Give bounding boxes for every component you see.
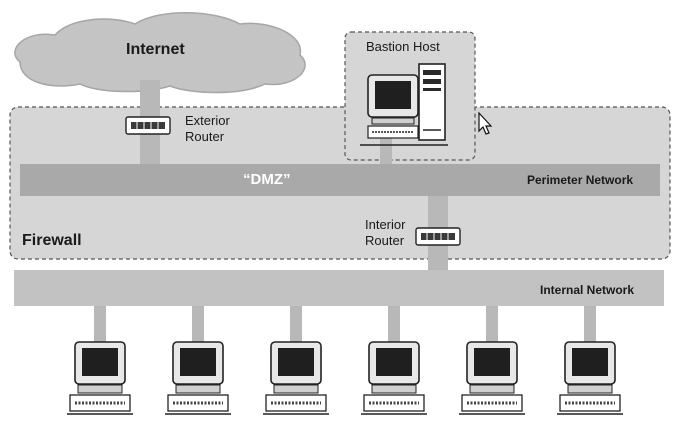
interior-router-label-line2: Router	[365, 233, 405, 248]
internal-workstations	[67, 341, 623, 415]
internal-network-band	[14, 270, 664, 306]
exterior-router-label-line2: Router	[185, 129, 225, 144]
exterior-router-label: Exterior Router	[185, 113, 230, 145]
firewall-label: Firewall	[22, 232, 82, 249]
bastion-host-label: Bastion Host	[366, 39, 440, 54]
workstation-icon	[361, 341, 427, 415]
workstation-icon	[165, 341, 231, 415]
interior-router-label-line1: Interior	[365, 217, 406, 232]
perimeter-network-band	[20, 164, 660, 196]
internet-label: Internet	[126, 41, 185, 58]
exterior-router-label-line1: Exterior	[185, 113, 230, 128]
workstation-icon	[459, 341, 525, 415]
dmz-label: “DMZ”	[243, 171, 291, 188]
workstation-icon	[67, 341, 133, 415]
internal-network-label: Internal Network	[540, 283, 635, 297]
perimeter-network-label: Perimeter Network	[527, 173, 634, 187]
exterior-router-icon	[125, 116, 171, 135]
network-links	[94, 80, 596, 345]
interior-router-label: Interior Router	[365, 217, 405, 249]
bastion-host-computer-icon	[360, 63, 448, 146]
internet-cloud	[14, 12, 306, 94]
mouse-cursor-icon	[478, 111, 493, 135]
workstation-icon	[263, 341, 329, 415]
workstation-icon	[557, 341, 623, 415]
interior-router-icon	[415, 227, 461, 246]
